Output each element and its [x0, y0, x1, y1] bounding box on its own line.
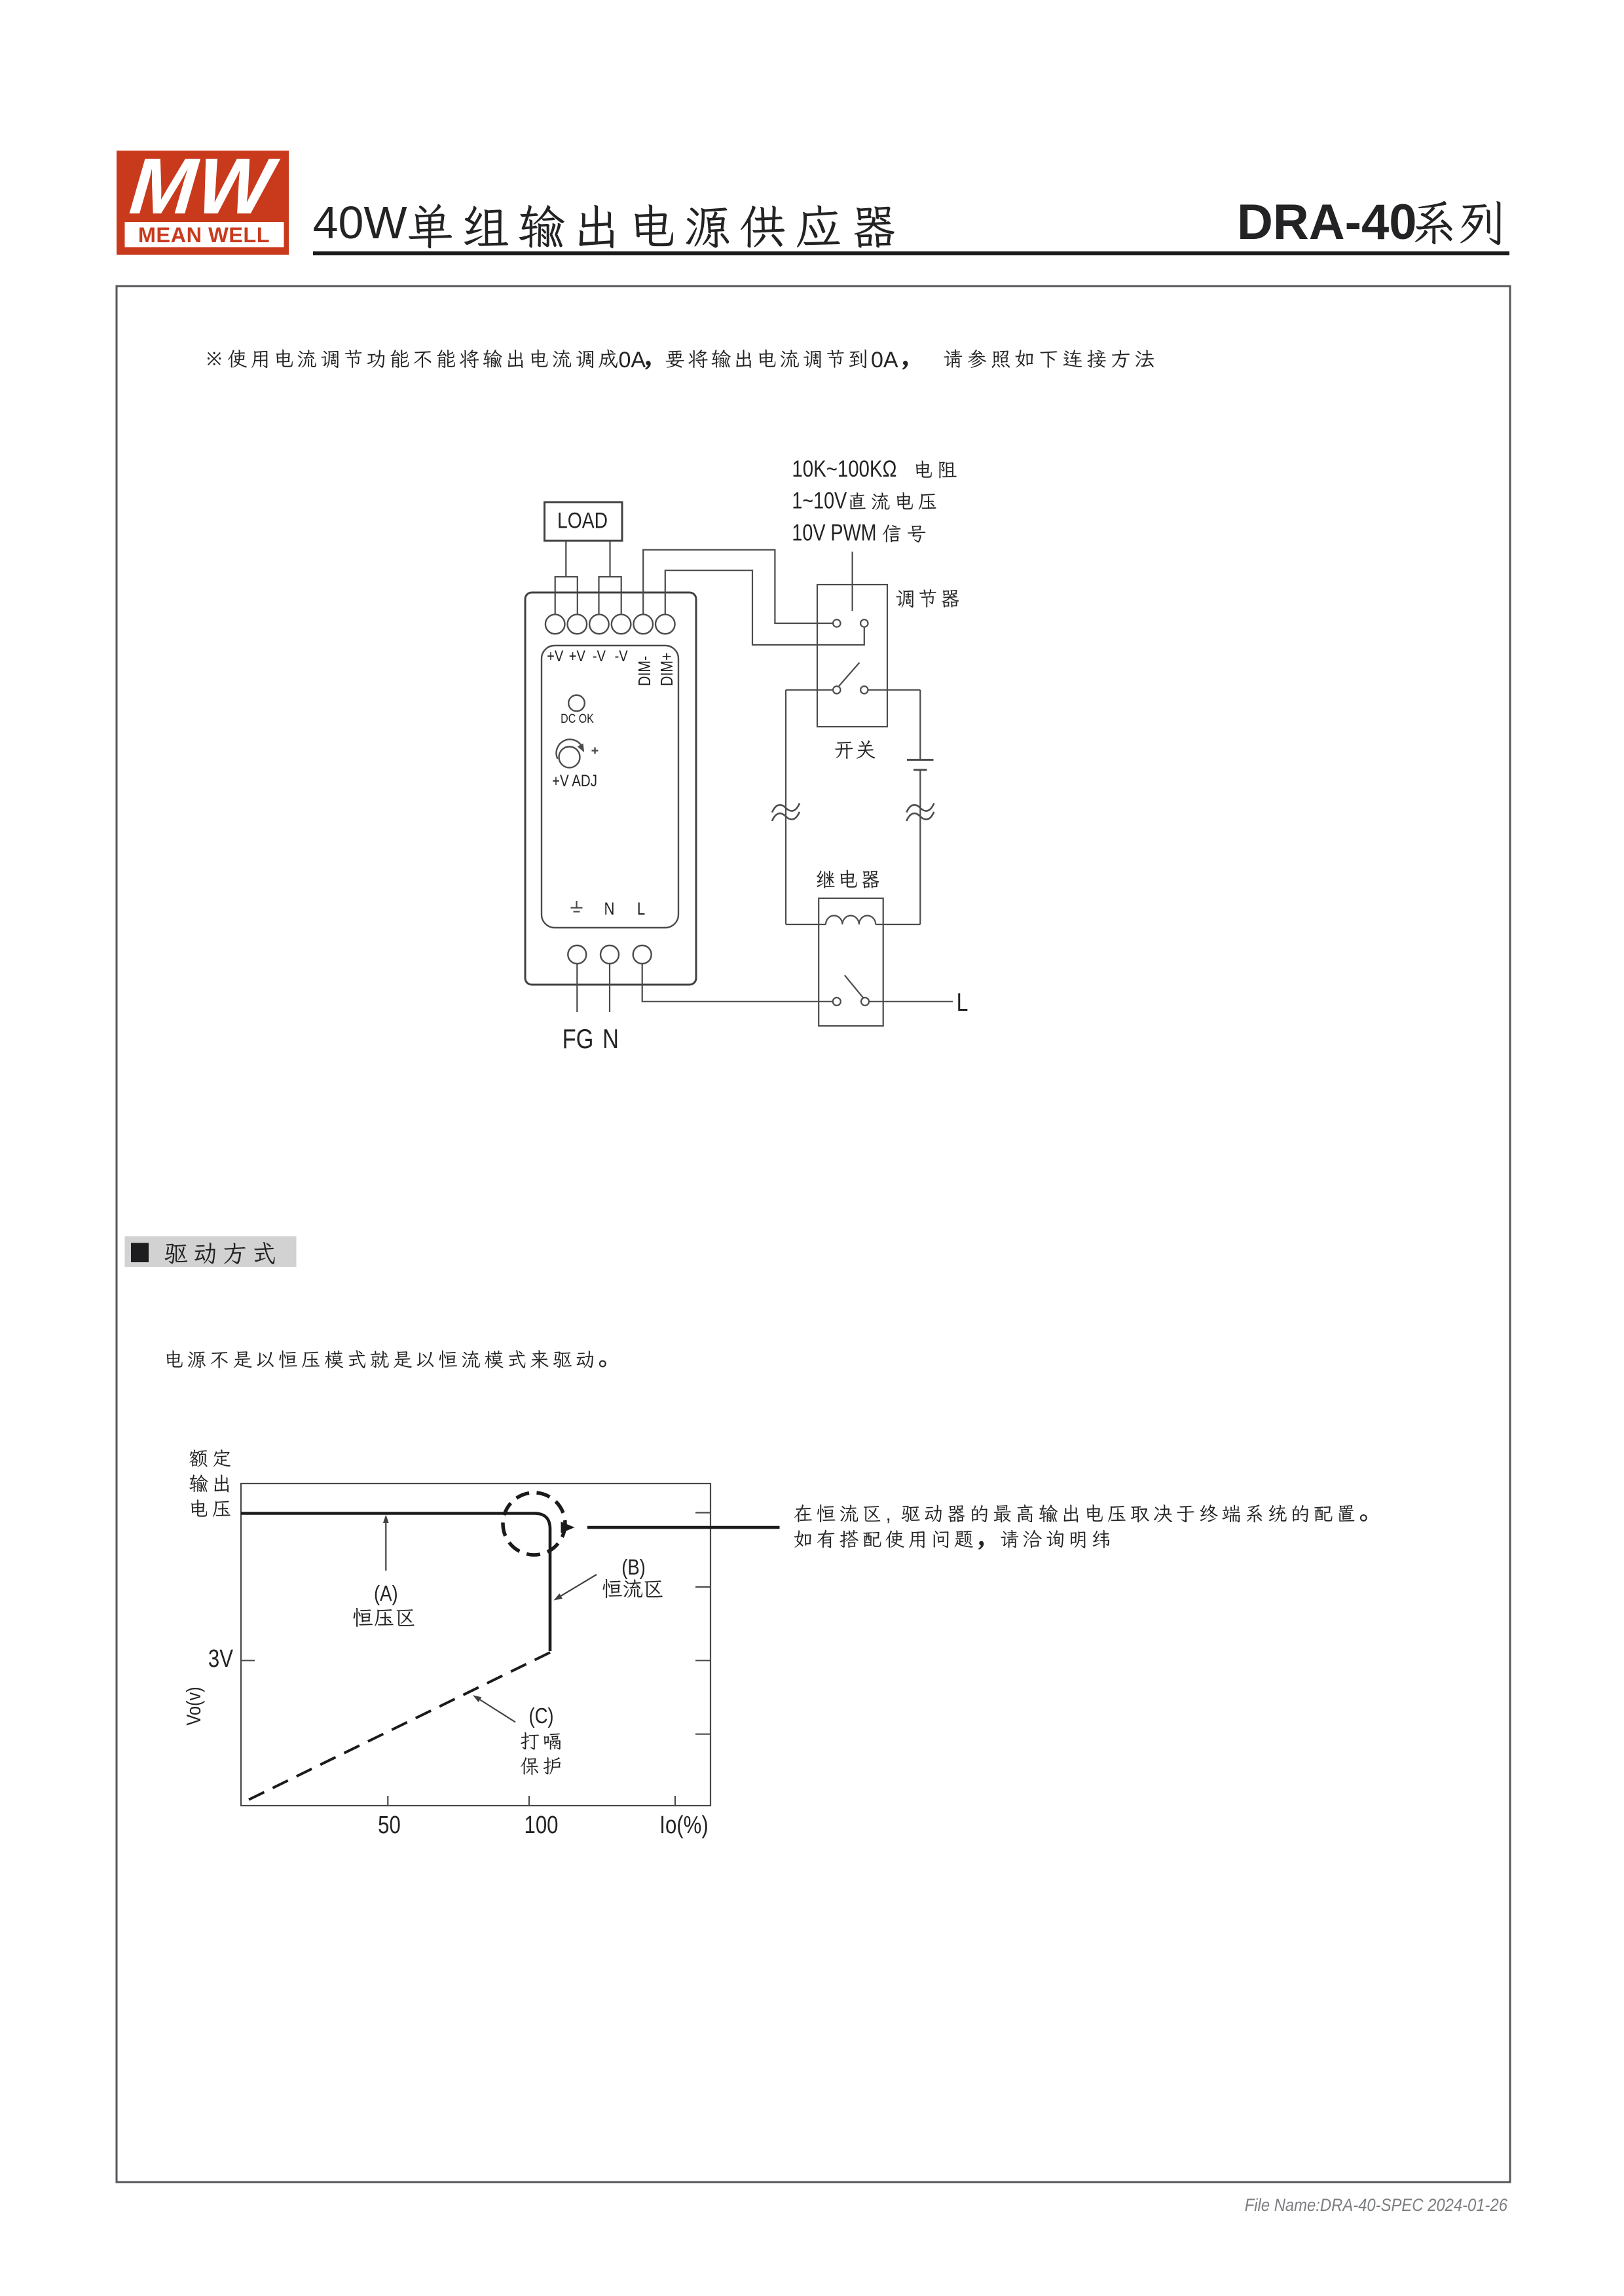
svg-text:,: ,: [886, 1504, 891, 1525]
svg-text:10K~100KΩ: 10K~100KΩ: [792, 456, 896, 482]
svg-text:L: L: [637, 900, 645, 919]
svg-text:MEAN WELL: MEAN WELL: [138, 223, 270, 247]
svg-text:FG: FG: [563, 1024, 594, 1055]
svg-text:40W: 40W: [313, 197, 407, 248]
svg-text:DRA-40: DRA-40: [1237, 194, 1417, 250]
svg-text:100: 100: [525, 1812, 559, 1839]
svg-text:1~10V: 1~10V: [792, 488, 847, 513]
svg-text:-V: -V: [593, 647, 606, 665]
svg-text:DIM+: DIM+: [657, 652, 677, 686]
svg-text:N: N: [602, 1024, 619, 1055]
svg-text:0A: 0A: [871, 348, 898, 373]
svg-text:N: N: [604, 900, 615, 919]
svg-text:File Name:DRA-40-SPEC 2024-01: File Name:DRA-40-SPEC 2024-01-26: [1245, 2196, 1508, 2215]
svg-text:MW: MW: [119, 142, 286, 230]
svg-text:L: L: [957, 988, 969, 1017]
svg-text:(C): (C): [528, 1704, 553, 1728]
svg-text:+V: +V: [547, 647, 563, 665]
svg-text:Io(%): Io(%): [659, 1812, 708, 1839]
svg-text:DIM-: DIM-: [635, 656, 655, 686]
svg-text:50: 50: [378, 1812, 401, 1839]
svg-text:0A: 0A: [619, 348, 646, 373]
svg-text:LOAD: LOAD: [557, 507, 608, 533]
svg-text:(A): (A): [374, 1581, 398, 1605]
svg-text:-V: -V: [615, 647, 628, 665]
svg-text:(B): (B): [621, 1555, 646, 1579]
svg-text:10V PWM: 10V PWM: [792, 520, 876, 545]
svg-text:3V: 3V: [208, 1645, 234, 1673]
svg-text:Vo(v): Vo(v): [183, 1686, 206, 1725]
svg-text:+V ADJ: +V ADJ: [552, 771, 597, 790]
svg-text:DC OK: DC OK: [561, 712, 594, 726]
svg-text:+V: +V: [569, 647, 585, 665]
